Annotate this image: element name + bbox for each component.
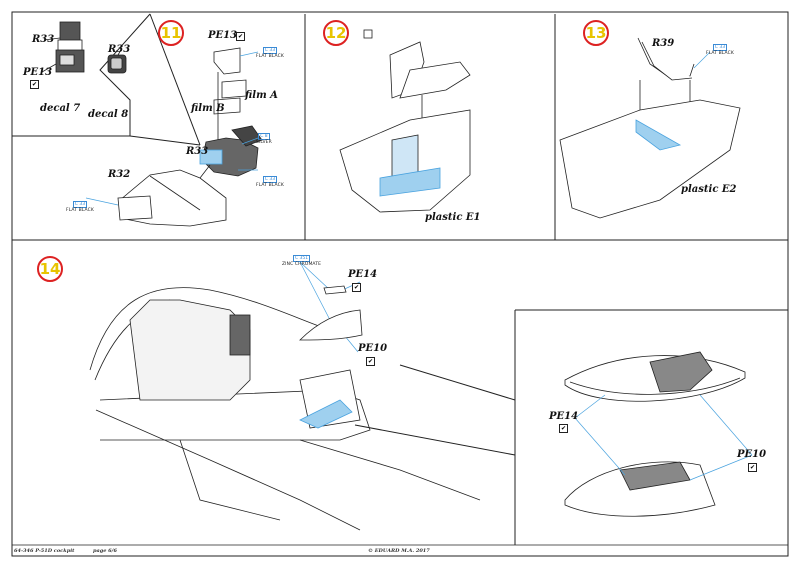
- inset-r33-assembly: [41, 21, 85, 73]
- paint-name: ZINC CHROMATE: [282, 262, 322, 267]
- step-14-badge: 14: [37, 256, 63, 282]
- step11-film-b-label: film B: [191, 103, 225, 114]
- detail-panel-top: [564, 351, 746, 402]
- step11-paint-flat-black-2: C 33 FLAT BLACK: [256, 167, 284, 189]
- step-13-badge: 13: [583, 20, 609, 46]
- step11-paint-silver: C 8 SILVER: [256, 124, 272, 146]
- footer-product: 64-346 P-51D cockpit: [14, 548, 75, 554]
- paint-code: C 33: [72, 201, 88, 208]
- paint-name: FLAT BLACK: [256, 54, 284, 59]
- step14-pe10-label: PE10: [358, 343, 388, 354]
- step11-r32-label: R32: [108, 169, 131, 180]
- inset-r33-label: R33: [32, 34, 55, 45]
- step11-pe13-check-icon: ✔: [236, 32, 245, 41]
- step-11-badge: 11: [158, 20, 184, 46]
- inset-decal7-label: decal 7: [40, 103, 81, 114]
- inset-pe13-check-icon: ✔: [30, 80, 39, 89]
- step11-r33-label: R33: [186, 146, 209, 157]
- detail-pe10-check-icon: ✔: [748, 463, 757, 472]
- paint-code: C 33: [712, 44, 728, 51]
- paint-code: C 33: [262, 47, 278, 54]
- step14-panel: [299, 285, 363, 341]
- detail-callouts: [574, 394, 753, 481]
- panel-dividers: [12, 13, 788, 545]
- paint-code: C 33: [262, 176, 278, 183]
- step14-fuselage: [89, 287, 481, 531]
- inset-decal8-label: decal 8: [88, 109, 129, 120]
- step14-pe14-check-icon: ✔: [352, 283, 361, 292]
- step11-paint-flat-black-1: C 33 FLAT BLACK: [256, 38, 284, 60]
- inset-pe13-label: PE13: [23, 67, 53, 78]
- step11-paint-flat-black-3: C 33 FLAT BLACK: [66, 192, 94, 214]
- step14-pe10-check-icon: ✔: [366, 357, 375, 366]
- paint-name: FLAT BLACK: [706, 51, 734, 56]
- step11-callouts: [85, 51, 259, 206]
- paint-name: FLAT BLACK: [66, 208, 94, 213]
- paint-code: C 351: [292, 255, 311, 262]
- step-12-badge: 12: [323, 20, 349, 46]
- detail-pe14-label: PE14: [549, 411, 579, 422]
- step13-paint-flat-black: C 33 FLAT BLACK: [706, 35, 734, 57]
- step12-parts: [339, 29, 471, 213]
- step11-pe13-label: PE13: [208, 30, 238, 41]
- step13-plastic-label: plastic E2: [681, 184, 737, 195]
- detail-pe14-check-icon: ✔: [559, 424, 568, 433]
- step14-paint-zinc-chromate: C 351 ZINC CHROMATE: [282, 246, 321, 268]
- page-border: [11, 11, 789, 557]
- paint-name: SILVER: [256, 140, 272, 145]
- footer-copyright: © EDUARD M.A. 2017: [368, 548, 430, 554]
- step14-pe14-label: PE14: [348, 269, 378, 280]
- step12-plastic-label: plastic E1: [425, 212, 481, 223]
- detail-panel-bottom: [564, 461, 716, 517]
- inset-r33-front: [107, 47, 127, 74]
- footer-page: page 6/6: [93, 548, 117, 554]
- step13-parts: [559, 37, 741, 219]
- detail-pe10-label: PE10: [737, 449, 767, 460]
- step13-r39-label: R39: [652, 38, 675, 49]
- step11-parts: [117, 47, 263, 227]
- paint-code: C 8: [258, 133, 270, 140]
- paint-name: FLAT BLACK: [256, 183, 284, 188]
- inset-r33-right-label: R33: [108, 44, 131, 55]
- step11-film-a-label: film A: [245, 90, 278, 101]
- step13-callout: [693, 51, 711, 69]
